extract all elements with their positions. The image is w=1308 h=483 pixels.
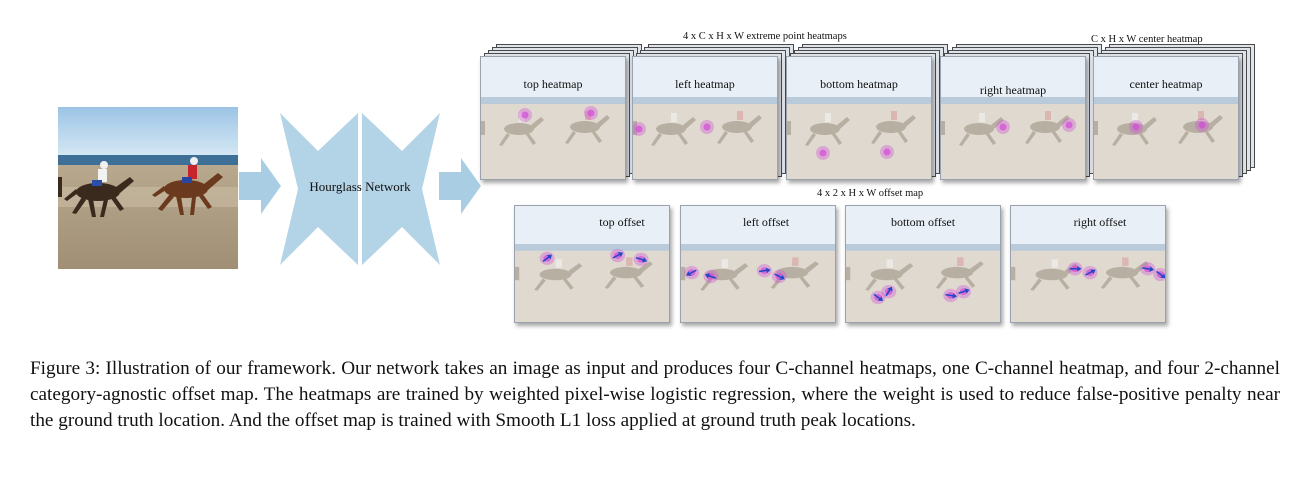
arrow-right-icon [239, 158, 281, 219]
heatmap-label: bottom heatmap [820, 77, 898, 91]
heatmap-panel: top heatmap [480, 56, 626, 180]
heatmap-panel: right heatmap [940, 56, 1086, 180]
heatmap-label: top heatmap [523, 77, 583, 91]
offset-panel: right offset [1010, 205, 1166, 323]
offset-label: top offset [599, 215, 645, 229]
extreme-heatmaps-title: 4 x C x H x W extreme point heatmaps [683, 31, 847, 42]
heatmap-panel: center heatmap [1093, 56, 1239, 180]
heatmap-label: center heatmap [1129, 77, 1203, 91]
offset-panel: bottom offset [845, 205, 1001, 323]
network-label: Hourglass Network [309, 179, 411, 194]
arrow-right-icon [439, 158, 481, 219]
figure-caption: Figure 3: Illustration of our framework.… [30, 358, 1280, 431]
hourglass-network: Hourglass Network [280, 113, 440, 265]
offset-label: right offset [1073, 215, 1127, 229]
offset-map-title: 4 x 2 x H x W offset map [817, 188, 924, 199]
input-image [58, 107, 238, 269]
offset-label: left offset [742, 215, 790, 229]
heatmap-label: right heatmap [979, 83, 1047, 97]
heatmap-label: left heatmap [675, 77, 735, 91]
heatmap-panel: bottom heatmap [786, 56, 932, 180]
offset-panel: left offset [680, 205, 836, 323]
offset-label: bottom offset [890, 215, 956, 229]
offset-panel: top offset [514, 205, 670, 323]
center-heatmap-title: C x H x W center heatmap [1091, 34, 1203, 45]
heatmap-panel: left heatmap [632, 56, 778, 180]
